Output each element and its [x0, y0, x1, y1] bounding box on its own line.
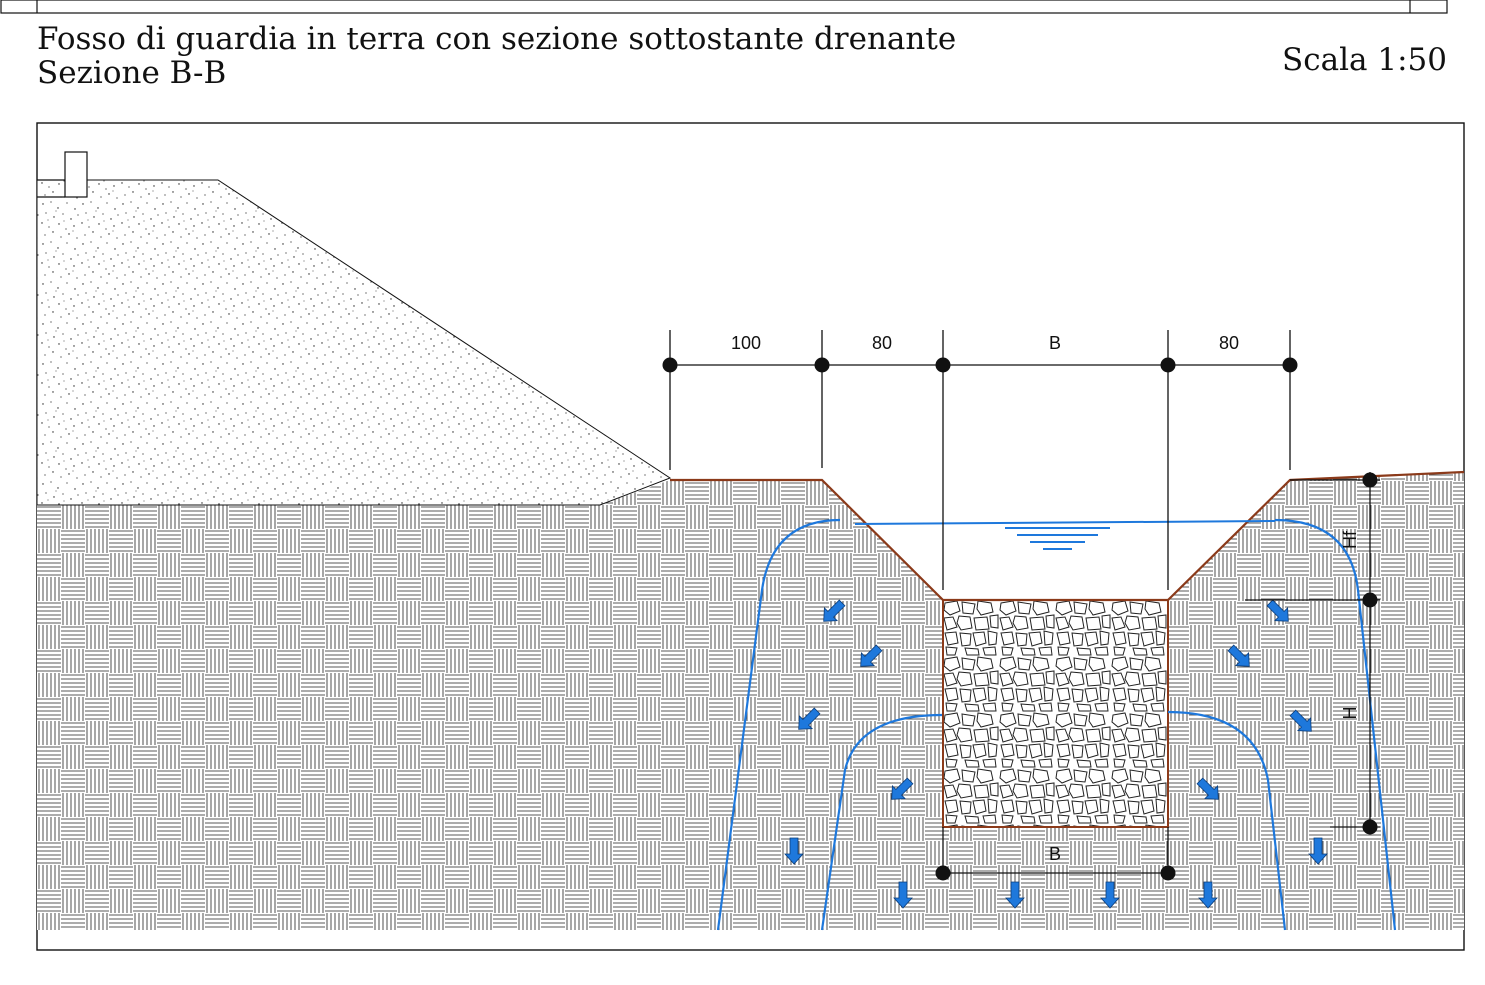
flow-arrow-icon — [1227, 644, 1250, 667]
top-dimension-chain — [669, 330, 1291, 590]
flow-arrow-icon — [1100, 881, 1120, 909]
flow-arrow-icon — [798, 707, 821, 730]
dim-label-b-bottom: B — [1049, 844, 1061, 864]
flow-lines — [716, 518, 1397, 931]
flow-arrow-icon — [891, 777, 914, 800]
sheet-frame-top — [0, 0, 1448, 14]
flow-arrow-icon — [1198, 881, 1218, 909]
flow-arrow-icon — [1005, 881, 1025, 909]
drainage-block — [942, 599, 1169, 828]
dim-label-b-top: B — [1049, 333, 1061, 353]
dim-label-80-right: 80 — [1219, 333, 1239, 353]
dim-label-100: 100 — [731, 333, 761, 353]
terrain-fill — [37, 472, 1464, 930]
flow-arrow-icon — [823, 599, 846, 622]
embankment-fill — [36, 179, 672, 506]
drawing-title: Fosso di guardia in terra con sezione so… — [37, 22, 956, 90]
flow-arrow-icon — [1289, 709, 1312, 732]
ground-profile-line — [670, 470, 1465, 602]
title-main: Fosso di guardia in terra con sezione so… — [37, 21, 957, 57]
dim-label-80-left: 80 — [872, 333, 892, 353]
water-surface — [854, 520, 1276, 525]
dim-label-h: H — [1340, 707, 1360, 720]
scale-label: Scala 1:50 — [1282, 42, 1447, 78]
dim-label-hf: Hf — [1340, 530, 1360, 549]
water-level-icon — [1005, 527, 1110, 550]
flow-arrow-icon — [1196, 777, 1219, 800]
flow-arrow-icon — [860, 644, 883, 667]
flow-arrow-icon — [784, 837, 804, 865]
dimension-node-icon — [662, 357, 1298, 373]
flow-arrow-icon — [1266, 599, 1289, 622]
flow-arrow-icon — [893, 881, 913, 909]
flow-arrow-icon — [1308, 837, 1328, 865]
title-section: Sezione B-B — [37, 55, 227, 91]
dimension-node-icon — [935, 865, 1176, 881]
flow-arrows — [784, 599, 1328, 909]
dimension-node-icon — [1362, 472, 1378, 835]
road-edge-detail — [37, 151, 88, 198]
